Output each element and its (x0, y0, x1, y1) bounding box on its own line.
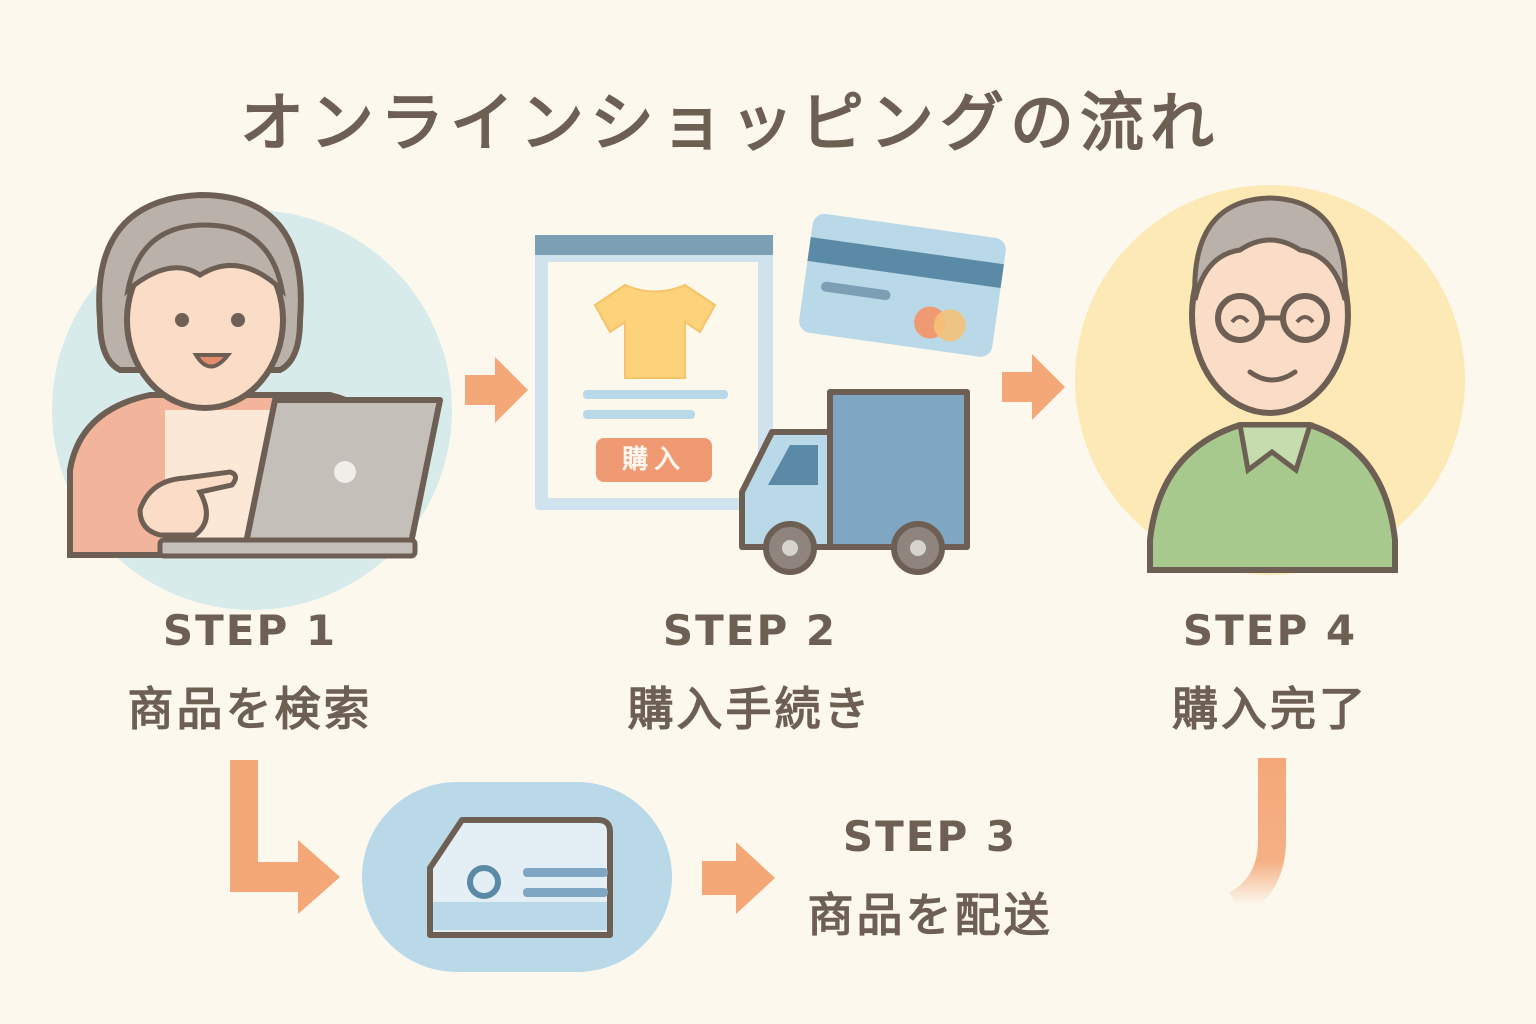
credit-card-icon (799, 213, 1006, 357)
woman-laptop-icon (52, 191, 452, 610)
step-3-label: STEP 3 商品を配送 (770, 812, 1090, 945)
step-description: 購入手続き (627, 682, 873, 736)
arrow-icon (230, 760, 340, 914)
arrow-icon (1002, 354, 1065, 420)
arrow-icon (465, 357, 528, 423)
step-number: STEP 1 (162, 606, 338, 655)
buy-button: 購入 (596, 438, 712, 482)
step-description: 商品を検索 (127, 682, 373, 736)
happy-man-icon (1075, 185, 1465, 575)
step-2-label: STEP 2 購入手続き (580, 606, 920, 739)
step-description: 購入完了 (1172, 682, 1368, 736)
step-4-label: STEP 4 購入完了 (1100, 606, 1440, 739)
step-number: STEP 2 (662, 606, 838, 655)
step-description: 商品を配送 (807, 888, 1053, 942)
arrow-icon (702, 842, 775, 914)
step-number: STEP 4 (1182, 606, 1358, 655)
arrow-icon (1228, 758, 1286, 918)
step-1-label: STEP 1 商品を検索 (80, 606, 420, 739)
delivery-slip-icon (362, 782, 672, 972)
page-title: オンラインショッピングの流れ (240, 87, 1220, 161)
delivery-truck-icon (739, 389, 970, 575)
t-shirt-icon (593, 283, 717, 379)
step-number: STEP 3 (842, 812, 1018, 861)
